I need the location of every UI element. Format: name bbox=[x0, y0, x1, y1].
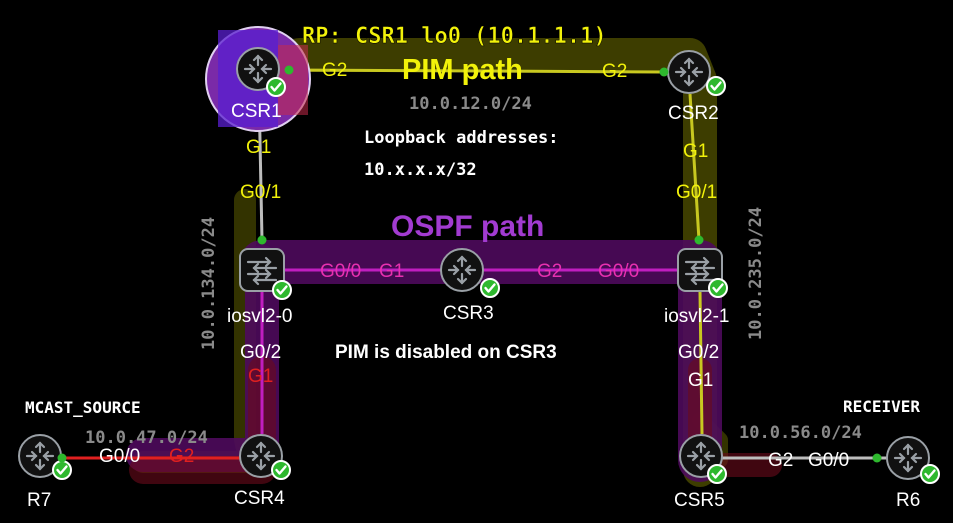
if-r7-g00: G0/0 bbox=[99, 446, 140, 467]
if-sw0-g00: G0/0 bbox=[320, 261, 361, 282]
router-name-iosvl2-1: iosvl2-1 bbox=[664, 306, 729, 327]
router-name-csr4: CSR4 bbox=[234, 488, 285, 509]
link-endpoints bbox=[57, 65, 882, 463]
switch-iosvl2-0[interactable] bbox=[238, 247, 293, 301]
receiver-label: RECEIVER bbox=[843, 397, 920, 416]
links bbox=[62, 68, 888, 460]
status-ok-icon bbox=[919, 463, 941, 485]
if-sw1-g02: G0/2 bbox=[678, 342, 719, 363]
router-icon bbox=[439, 247, 485, 293]
if-r6-g00: G0/0 bbox=[808, 450, 849, 471]
subnet-r7-csr4: 10.0.47.0/24 bbox=[85, 428, 208, 448]
if-csr3-g1: G1 bbox=[379, 261, 404, 282]
status-ok-icon bbox=[51, 459, 73, 481]
status-ok-icon bbox=[270, 459, 292, 481]
status-ok-icon bbox=[265, 76, 287, 98]
if-csr5-g1: G1 bbox=[688, 370, 713, 391]
router-name-csr5: CSR5 bbox=[674, 490, 725, 511]
loopback-label-2: 10.x.x.x/32 bbox=[364, 160, 477, 180]
if-csr1-g2: G2 bbox=[322, 60, 347, 81]
if-csr4-g2: G2 bbox=[169, 446, 194, 467]
if-sw1-g00: G0/0 bbox=[598, 261, 639, 282]
if-sw0-g02: G0/2 bbox=[240, 342, 281, 363]
loopback-label-1: Loopback addresses: bbox=[364, 128, 558, 148]
if-csr1-g1: G1 bbox=[246, 137, 271, 158]
if-csr3-g2: G2 bbox=[537, 261, 562, 282]
router-name-r7: R7 bbox=[27, 490, 51, 511]
status-ok-icon bbox=[705, 75, 727, 97]
link-csr2-iosvl2-1 bbox=[688, 93, 701, 241]
mcast-source-label: MCAST_SOURCE bbox=[25, 398, 141, 417]
if-csr5-g2: G2 bbox=[768, 450, 793, 471]
router-name-iosvl2-0: iosvl2-0 bbox=[227, 306, 292, 327]
if-csr4-g1: G1 bbox=[248, 366, 273, 387]
router-csr2[interactable] bbox=[666, 49, 727, 97]
status-ok-icon bbox=[479, 277, 501, 299]
router-name-csr3: CSR3 bbox=[443, 303, 494, 324]
if-csr2-g2: G2 bbox=[602, 61, 627, 82]
subnet-csr1-csr2: 10.0.12.0/24 bbox=[409, 94, 532, 114]
ospf-path-label: OSPF path bbox=[391, 210, 544, 243]
subnet-csr5-r6: 10.0.56.0/24 bbox=[739, 423, 862, 443]
switch-iosvl2-1[interactable] bbox=[676, 247, 729, 299]
diagram-title: RP: CSR1 lo0 (10.1.1.1) bbox=[302, 24, 607, 49]
pim-path-label: PIM path bbox=[402, 54, 523, 86]
if-sw0-g01: G0/1 bbox=[240, 182, 281, 203]
subnet-csr2-iosvl2-1: 10.0.235.0/24 bbox=[746, 207, 766, 340]
pim-disabled-note: PIM is disabled on CSR3 bbox=[335, 342, 557, 363]
router-name-r6: R6 bbox=[896, 490, 920, 511]
link-iosvl2-1-csr5 bbox=[698, 291, 704, 435]
router-icon bbox=[666, 49, 712, 95]
router-csr4[interactable] bbox=[238, 433, 292, 481]
status-ok-icon bbox=[707, 277, 729, 299]
status-ok-icon bbox=[271, 279, 293, 301]
router-name-csr1: CSR1 bbox=[231, 101, 282, 122]
link-csr1-csr2 bbox=[288, 68, 665, 74]
status-ok-icon bbox=[706, 463, 728, 485]
if-csr2-g1: G1 bbox=[683, 141, 708, 162]
if-sw1-g01: G0/1 bbox=[676, 182, 717, 203]
router-name-csr2: CSR2 bbox=[668, 103, 719, 124]
subnet-csr1-iosvl2-0: 10.0.134.0/24 bbox=[199, 217, 219, 350]
router-r6[interactable] bbox=[885, 435, 941, 485]
